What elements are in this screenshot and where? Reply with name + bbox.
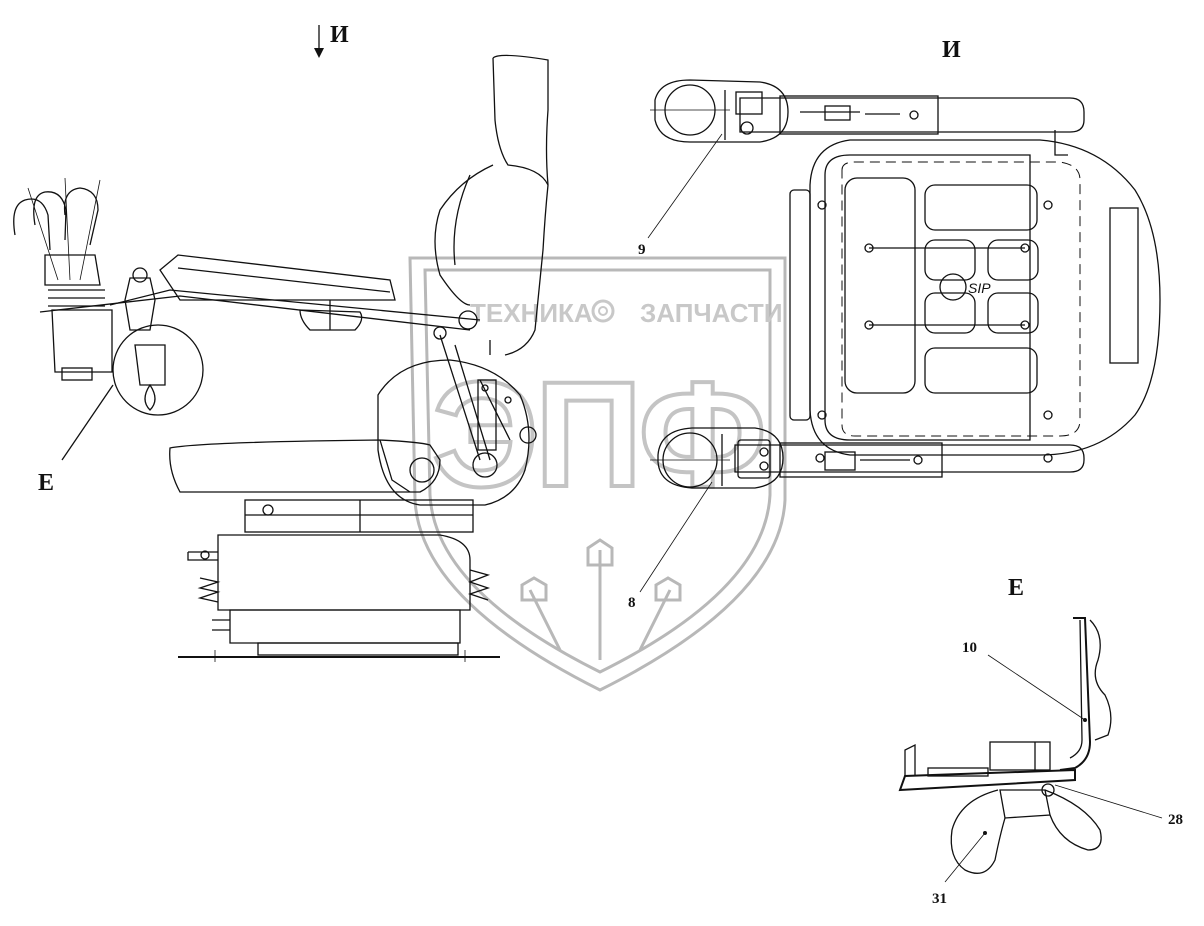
view-e-title: Е [1008,575,1024,601]
watermark-text-left: ТЕХНИКА [470,298,593,328]
gear-icon [591,299,615,323]
watermark-logo: ЭПФ [432,350,763,518]
center-knob [939,273,967,301]
watermark-wheat [520,538,682,660]
view-arrow: И [314,22,349,58]
view-arrow-label: И [330,22,349,48]
leader-8 [639,481,713,593]
leader-28 [1054,784,1163,819]
detail-e-circle [112,324,204,416]
callout-e: Е [38,470,54,496]
watermark-shield [408,256,787,692]
armrest [159,254,396,301]
joystick-assembly: Е [13,177,204,496]
watermark-shield-inner [423,268,772,674]
top-rail [739,97,1085,133]
bottom-knob-pad [657,427,784,489]
watermark: ТЕХНИКА ЗАПЧАСТИ ЭПФ [408,256,787,692]
callout-28: 28 [1168,812,1183,828]
wing-nut-body [999,789,1051,819]
seat-cushion [169,439,441,493]
seat-top-view: SIP [628,79,1161,611]
seat-side-view [39,54,549,662]
mount-bolts [817,200,1053,420]
suspension-bellows [217,534,471,611]
joystick-body [51,309,113,373]
callout-31: 31 [932,891,947,907]
watermark-text-right: ЗАПЧАСТИ [640,298,783,328]
top-knob-pad [654,79,789,143]
seat-plate-text: SIP [968,280,991,296]
seat-base-plate [244,499,474,533]
view-i-title: И [942,37,961,63]
callout-10: 10 [962,640,977,656]
wing-left [950,789,1006,874]
leader-31 [944,832,986,883]
bracket-10 [1059,617,1092,771]
callout-8: 8 [628,595,636,611]
joystick-grip-left [13,198,51,251]
leader-10 [987,654,1086,721]
callout-9: 9 [638,242,646,258]
top-cushion-outline [809,139,1161,456]
bottom-rail [734,444,1085,473]
leader-9 [647,133,723,239]
detail-e-view: 10 28 31 [898,617,1183,907]
